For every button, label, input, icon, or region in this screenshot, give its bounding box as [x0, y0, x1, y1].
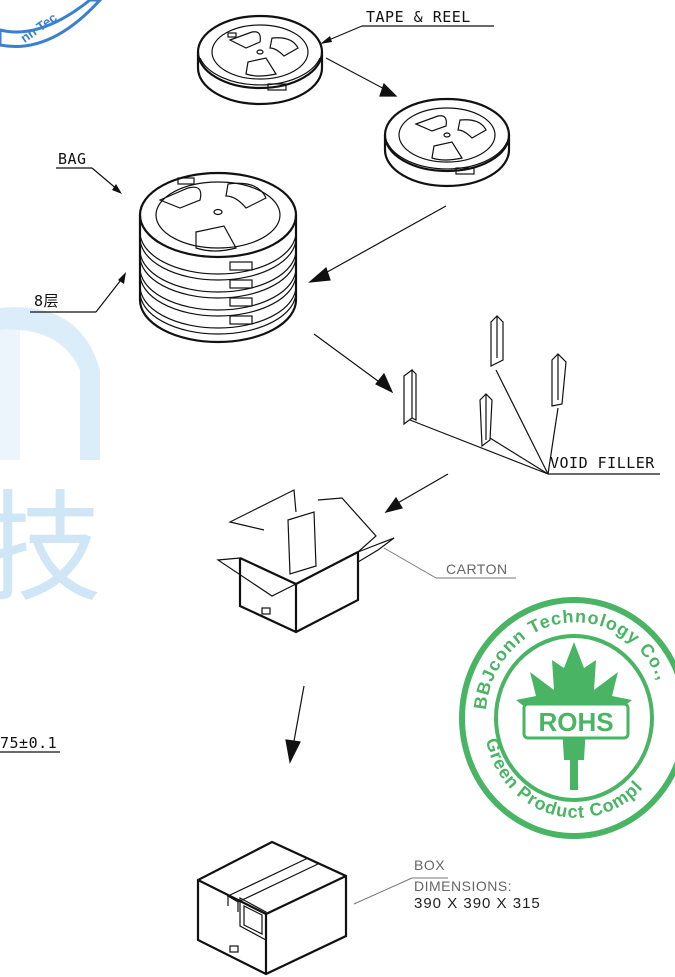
label-bag: BAG	[58, 150, 87, 168]
label-dimensions-value: 390 X 390 X 315	[414, 895, 541, 912]
flow-arrows	[285, 57, 449, 764]
corner-stamp-fragment: nn Tec	[0, 0, 103, 48]
label-dimensions-caption: DIMENSIONS:	[414, 878, 512, 894]
label-box: BOX	[414, 857, 445, 873]
reel-top	[196, 14, 324, 106]
closed-box	[196, 840, 348, 976]
label-void-filler: VOID FILLER	[550, 454, 655, 472]
open-carton	[216, 489, 395, 634]
label-tape-reel: TAPE & REEL	[366, 8, 471, 26]
label-layers: 8层	[34, 292, 59, 310]
label-carton: CARTON	[446, 561, 508, 577]
void-fillers	[403, 315, 567, 448]
reel-stack	[138, 171, 298, 344]
stamp-center-text: ROHS	[538, 707, 613, 737]
watermark	[0, 307, 100, 460]
reel-second	[383, 97, 511, 188]
leaders	[0, 25, 660, 905]
rohs-stamp: ROHS BBJconn Technology Co., Green Produ…	[459, 597, 675, 839]
corner-stamp-text: nn Tec	[18, 10, 60, 46]
label-tolerance: 75±0.1	[0, 734, 57, 752]
watermark-glyph: 技	[0, 480, 102, 619]
